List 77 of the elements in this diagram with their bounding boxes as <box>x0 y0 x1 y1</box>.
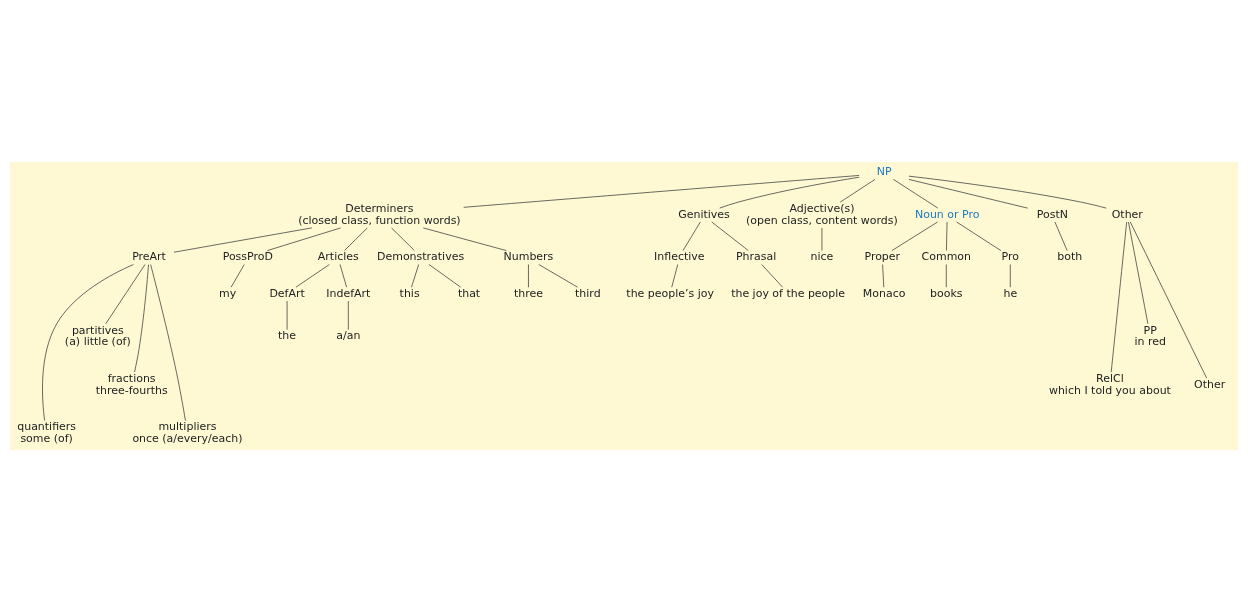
connector <box>150 264 186 421</box>
connector <box>908 175 1107 209</box>
connector <box>463 175 860 208</box>
node-text: quantifiers some (of) <box>17 420 77 446</box>
node-text: NP <box>876 165 892 179</box>
connector <box>1110 221 1128 373</box>
node-text: fractions three-fourths <box>95 371 168 397</box>
connector <box>347 300 349 331</box>
connector <box>105 264 146 325</box>
connector <box>956 221 1002 251</box>
connector <box>428 264 462 288</box>
node-text: Demonstratives <box>377 250 465 264</box>
connector <box>761 264 783 288</box>
node-text: Pro <box>1001 250 1019 264</box>
connector <box>882 264 885 288</box>
node-text: nice <box>810 250 834 264</box>
node-text: partitives (a) little (of) <box>64 323 131 349</box>
node-text: Determiners (closed class, function words) <box>298 201 461 227</box>
node-text: Phrasal <box>735 250 777 264</box>
node-text: a/an <box>336 329 361 343</box>
node-text: PreArt <box>132 250 166 264</box>
connector <box>528 264 529 288</box>
node-text: Monaco <box>862 286 906 300</box>
connector <box>1054 221 1068 251</box>
node-text: three <box>513 286 543 300</box>
node-text: both <box>1057 250 1083 264</box>
node-text: Genitives <box>678 207 730 221</box>
connector <box>391 227 415 251</box>
node-text: Inflective <box>654 250 705 264</box>
node-text: my <box>219 286 237 300</box>
node-text: Noun or Pro <box>914 207 980 221</box>
node-text: Adjective(s) (open class, content words) <box>746 201 898 227</box>
connector <box>711 221 749 251</box>
connector <box>1129 221 1207 379</box>
node-text: multipliers once (a/every/each) <box>132 420 243 446</box>
connector <box>891 221 938 251</box>
node-text: IndefArt <box>326 286 371 300</box>
node-text: RelCl which I told you about <box>1048 371 1171 397</box>
connector <box>946 221 948 251</box>
connector <box>134 264 149 373</box>
node-text: the joy of the people <box>731 286 846 300</box>
connector <box>945 264 947 288</box>
connector <box>344 227 368 251</box>
node-text: this <box>399 286 420 300</box>
node-text: Common <box>921 250 971 264</box>
node-text: Other <box>1111 207 1143 221</box>
node-text: Articles <box>317 250 359 264</box>
connector <box>538 264 578 288</box>
connector <box>173 227 313 253</box>
connector <box>893 179 939 209</box>
connector <box>719 176 860 209</box>
connector <box>339 264 347 288</box>
node-text: DefArt <box>269 286 305 300</box>
node-text: Proper <box>864 250 901 264</box>
node-text: PP in red <box>1134 323 1166 349</box>
node-text: he <box>1003 286 1018 300</box>
connector <box>422 227 507 251</box>
connector <box>266 227 341 251</box>
connector <box>839 179 876 203</box>
connector <box>908 179 1029 209</box>
node-text: PossProD <box>222 250 273 264</box>
connector <box>1009 264 1011 288</box>
node-text: books <box>930 286 963 300</box>
connector <box>671 264 679 288</box>
node-text: the <box>278 329 297 343</box>
node-text: Other <box>1194 377 1226 391</box>
connector <box>230 264 245 288</box>
connector <box>682 221 701 251</box>
node-text: third <box>575 286 601 300</box>
connector <box>1128 221 1149 325</box>
connector <box>42 264 134 421</box>
node-text: the people’s joy <box>626 286 714 300</box>
node-text: Numbers <box>503 250 554 264</box>
node-text: PostN <box>1036 207 1068 221</box>
connector <box>295 264 330 288</box>
node-text: that <box>457 286 481 300</box>
connector <box>411 264 420 288</box>
